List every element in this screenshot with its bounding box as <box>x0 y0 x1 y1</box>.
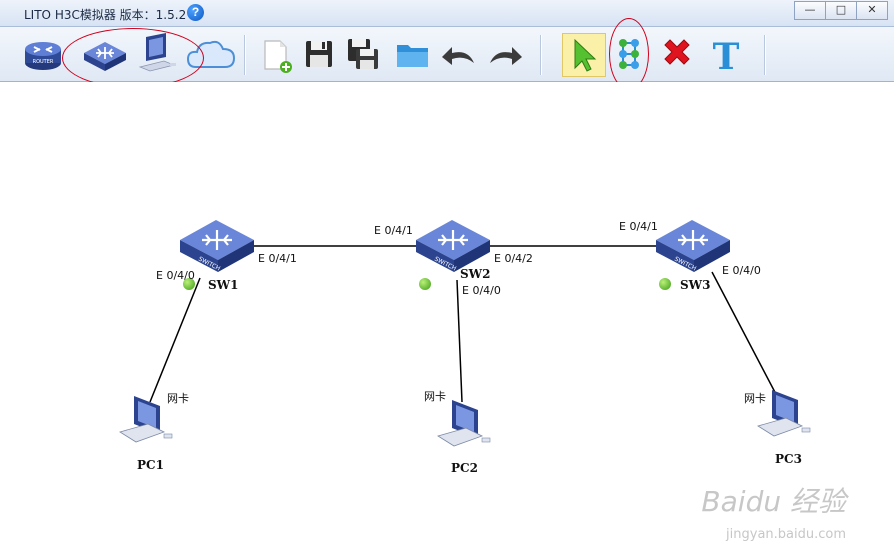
link-sw3-pc3[interactable] <box>711 271 779 399</box>
undo-icon <box>442 47 474 65</box>
window-controls: — □ ✕ <box>794 1 888 20</box>
port-label: E 0/4/2 <box>494 252 533 265</box>
pc-pc3[interactable] <box>756 388 814 442</box>
delete-x-icon <box>664 39 690 65</box>
redo-button[interactable] <box>484 33 526 75</box>
computer-icon <box>138 33 176 72</box>
switch-tool[interactable] <box>82 33 126 75</box>
port-label: E 0/4/0 <box>722 264 761 277</box>
new-file-icon <box>264 40 292 73</box>
pc-tool[interactable] <box>136 33 178 75</box>
status-indicator-sw3 <box>659 278 671 290</box>
undo-button[interactable] <box>438 33 480 75</box>
new-file-button[interactable] <box>256 33 298 75</box>
window-title: LITO H3C模拟器 版本：1.5.2 <box>24 8 187 22</box>
switch-sw2[interactable]: SWITCH <box>414 216 492 274</box>
device-label-sw3: SW3 <box>680 278 711 292</box>
text-tool-glyph: T <box>713 36 740 75</box>
save-button[interactable] <box>298 33 340 75</box>
switch-icon <box>84 42 126 71</box>
toolbar: ROUTER <box>0 27 894 82</box>
select-tool[interactable] <box>562 33 606 77</box>
status-indicator-sw1 <box>183 278 195 290</box>
pc-pc1[interactable] <box>118 394 176 448</box>
help-icon[interactable]: ? <box>187 4 204 21</box>
device-label-sw1: SW1 <box>208 278 239 292</box>
port-label: E 0/4/1 <box>258 252 297 265</box>
device-label-pc1: PC1 <box>137 458 164 472</box>
open-button[interactable] <box>392 33 434 75</box>
close-button[interactable]: ✕ <box>856 1 888 20</box>
pc-pc2[interactable] <box>436 398 494 452</box>
device-label-pc3: PC3 <box>775 452 802 466</box>
switch-sw1[interactable]: SWITCH <box>178 216 256 274</box>
title-bar: LITO H3C模拟器 版本：1.5.2 ? — □ ✕ <box>0 0 894 27</box>
connection-nodes-icon <box>619 39 639 69</box>
device-label-pc2: PC2 <box>451 461 478 475</box>
toolbar-separator <box>244 35 246 75</box>
pointer-arrow-icon <box>574 38 597 72</box>
maximize-button[interactable]: □ <box>825 1 857 20</box>
text-tool[interactable]: T <box>706 33 748 78</box>
cloud-icon <box>186 40 236 68</box>
topology-canvas[interactable]: SWITCH SWITCH SWITCH SW1 SW2 SW3 <box>0 82 894 560</box>
port-label: E 0/4/1 <box>374 224 413 237</box>
toolbar-separator <box>540 35 542 75</box>
redo-icon <box>490 47 522 65</box>
text-t-icon: T <box>713 36 740 78</box>
toolbar-separator <box>764 35 766 75</box>
watermark-url: jingyan.baidu.com <box>726 527 846 542</box>
save-as-icon <box>348 39 378 69</box>
nic-label-pc1: 网卡 <box>167 392 189 405</box>
watermark: Baidu 经验 <box>701 485 846 518</box>
save-as-button[interactable] <box>342 33 384 75</box>
topology-links <box>149 245 779 403</box>
switch-sw3[interactable]: SWITCH <box>654 216 732 274</box>
port-label: E 0/4/0 <box>462 284 501 297</box>
port-label: E 0/4/1 <box>619 220 658 233</box>
link-sw1-pc1[interactable] <box>149 277 201 403</box>
folder-icon <box>397 45 428 67</box>
floppy-disk-icon <box>306 41 332 67</box>
router-icon: ROUTER <box>25 42 61 70</box>
connect-tool[interactable] <box>608 33 650 75</box>
router-tool[interactable]: ROUTER <box>22 33 64 75</box>
nic-label-pc3: 网卡 <box>744 392 766 405</box>
delete-tool[interactable] <box>656 33 698 75</box>
cloud-tool[interactable] <box>186 33 236 75</box>
status-indicator-sw2 <box>419 278 431 290</box>
minimize-button[interactable]: — <box>794 1 826 20</box>
port-label: E 0/4/0 <box>156 269 195 282</box>
device-label-sw2: SW2 <box>460 267 491 281</box>
link-sw2-pc2[interactable] <box>456 279 463 403</box>
router-caption: ROUTER <box>33 59 54 65</box>
nic-label-pc2: 网卡 <box>424 390 446 403</box>
